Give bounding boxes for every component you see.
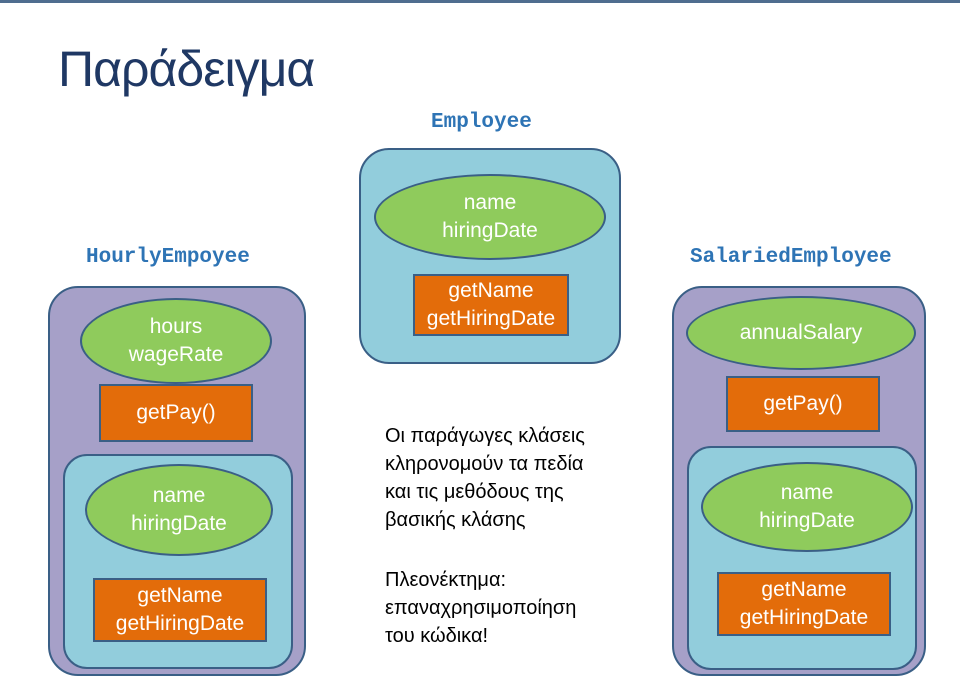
employee-fields-ellipse: name hiringDate: [374, 174, 606, 260]
hourly-class-label: HourlyEmpoyee: [86, 246, 250, 269]
hourly-inherited-methods-rect: getName getHiringDate: [93, 578, 267, 642]
field-hiringdate: hiringDate: [131, 512, 227, 535]
employee-class-box: name hiringDate getName getHiringDate: [359, 148, 621, 364]
field-annualsalary: annualSalary: [739, 321, 863, 344]
field-name: name: [152, 484, 206, 507]
field-wagerate: wageRate: [128, 343, 224, 366]
salaried-inherited-fields-ellipse: name hiringDate: [701, 462, 913, 552]
method-gethiringdate: getHiringDate: [426, 307, 556, 330]
salaried-fields-ellipse: annualSalary: [686, 296, 916, 370]
method-getname: getName: [137, 584, 223, 607]
field-name: name: [463, 191, 517, 214]
salaried-inherited-methods-rect: getName getHiringDate: [717, 572, 891, 636]
hourly-getpay-rect: getPay(): [99, 384, 253, 442]
advantage-note: Πλεονέκτημα: επαναχρησιμοποίηση του κώδι…: [385, 569, 577, 647]
field-hiringdate: hiringDate: [759, 509, 855, 532]
method-gethiringdate: getHiringDate: [739, 606, 869, 629]
employee-class-label: Employee: [431, 111, 532, 134]
employee-methods-rect: getName getHiringDate: [413, 274, 569, 336]
method-getname: getName: [761, 578, 847, 601]
method-gethiringdate: getHiringDate: [115, 612, 245, 635]
field-hours: hours: [149, 315, 203, 338]
salaried-inherited-box: name hiringDate getName getHiringDate: [687, 446, 917, 670]
salaried-class-label: SalariedEmployee: [690, 246, 892, 269]
field-name: name: [780, 481, 834, 504]
method-getpay: getPay(): [136, 401, 216, 424]
field-hiringdate: hiringDate: [442, 219, 538, 242]
salaried-class-box: annualSalary getPay() name hiringDate ge…: [672, 286, 926, 676]
hourly-inherited-fields-ellipse: name hiringDate: [85, 464, 273, 556]
inheritance-note: Οι παράγωγες κλάσεις κληρονομούν τα πεδί…: [385, 425, 585, 531]
top-rule: [0, 0, 960, 3]
method-getname: getName: [448, 279, 534, 302]
salaried-getpay-rect: getPay(): [726, 376, 880, 432]
slide-title: Παράδειγμα: [58, 41, 315, 97]
hourly-inherited-box: name hiringDate getName getHiringDate: [63, 454, 293, 669]
method-getpay: getPay(): [763, 392, 843, 415]
hourly-fields-ellipse: hours wageRate: [80, 298, 272, 384]
hourly-class-box: hours wageRate getPay() name hiringDate …: [48, 286, 306, 676]
